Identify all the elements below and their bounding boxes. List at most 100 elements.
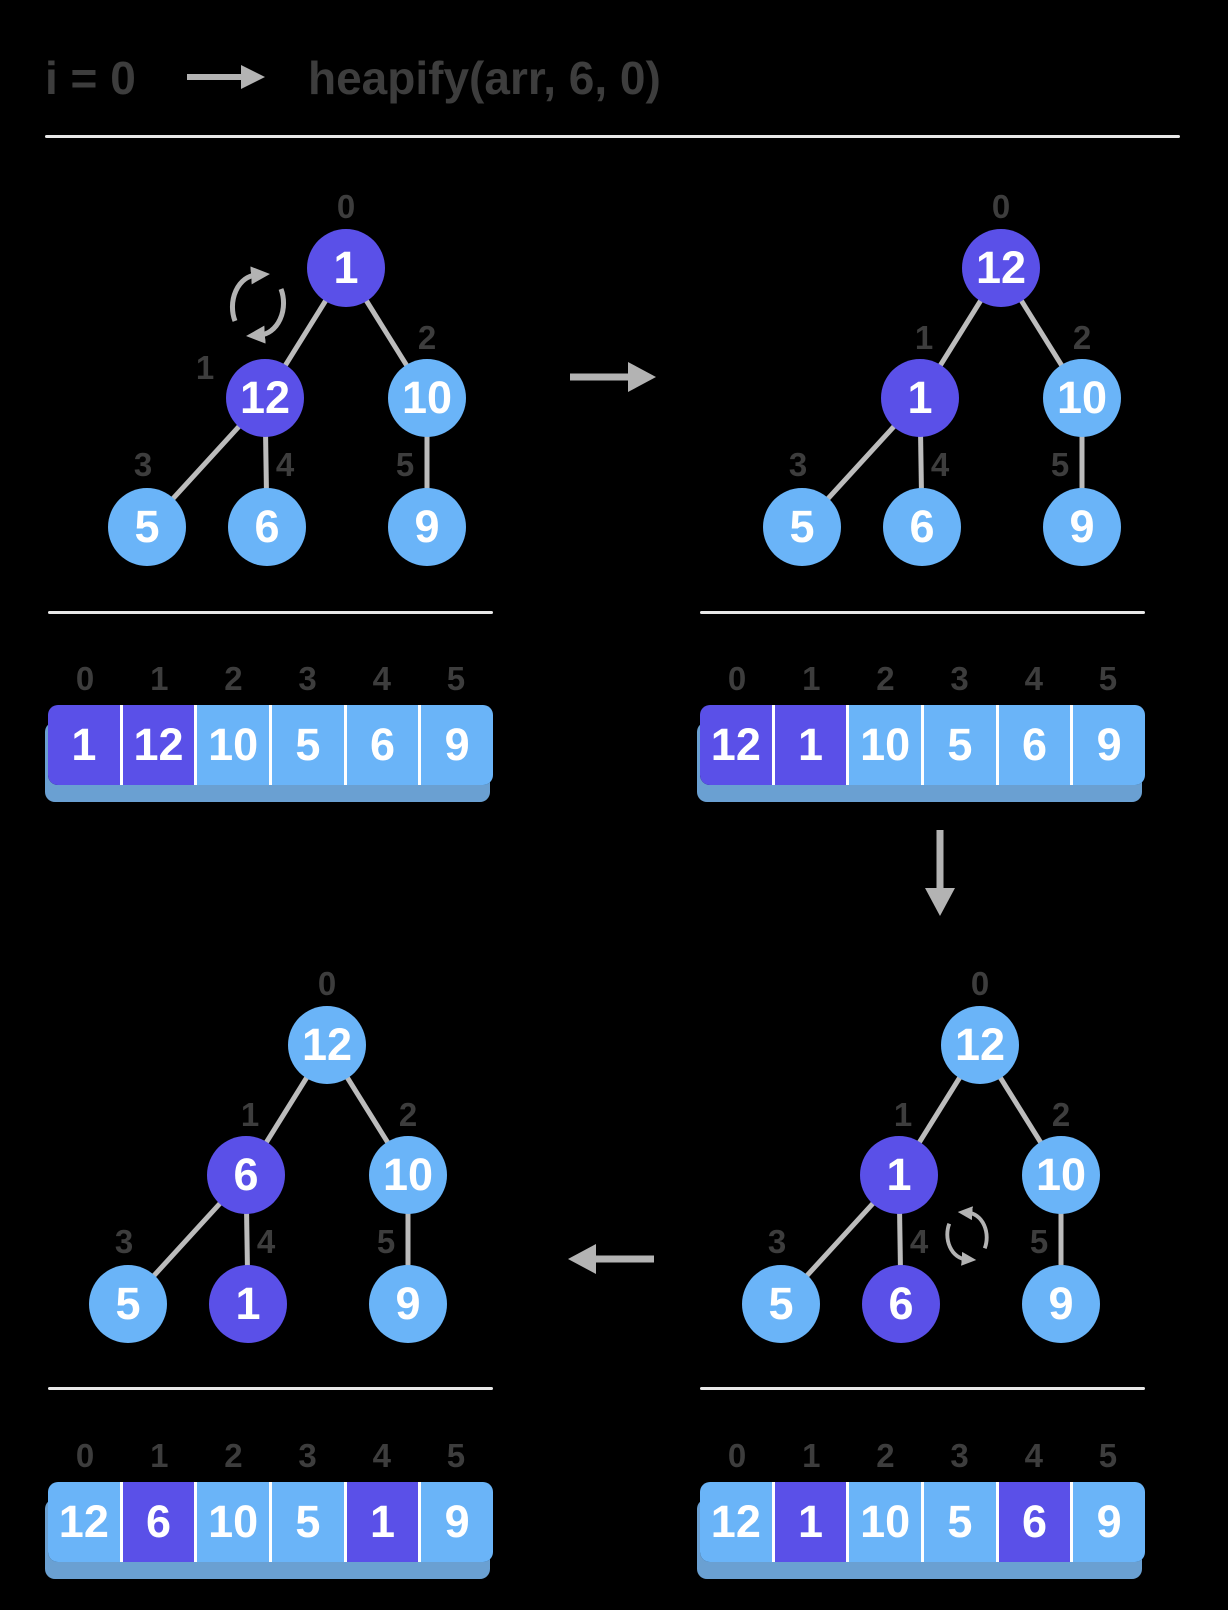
tree-node: 6	[228, 488, 306, 566]
node-value: 5	[115, 1278, 141, 1329]
array-cell: 6	[119, 1482, 195, 1562]
array-index-label: 4	[1024, 1437, 1043, 1474]
tree-node: 12	[962, 229, 1040, 307]
node-index-label: 1	[914, 319, 934, 356]
array-cell: 10	[846, 1482, 922, 1562]
array-cell: 12	[119, 705, 195, 785]
array-cell: 12	[48, 1482, 120, 1562]
array-cell: 1	[343, 1482, 419, 1562]
node-value: 9	[414, 501, 440, 552]
node-value: 9	[1048, 1278, 1074, 1329]
node-index-label: 2	[417, 319, 437, 356]
panel-divider	[48, 611, 493, 614]
tree-node: 9	[388, 488, 466, 566]
array-index-label: 2	[876, 660, 895, 697]
array-cell: 6	[343, 705, 419, 785]
tree-node: 6	[207, 1136, 285, 1214]
heapify-call-label: heapify(arr, 6, 0)	[308, 52, 661, 104]
array-cell: 9	[1070, 705, 1145, 785]
node-index-label: 0	[336, 188, 356, 225]
array-index-label: 4	[1024, 660, 1043, 697]
node-index-label: 3	[788, 446, 808, 483]
array-cell: 12	[700, 1482, 772, 1562]
array-index-label: 4	[372, 1437, 391, 1474]
node-index-label: 2	[1051, 1096, 1071, 1133]
array-index-label: 4	[372, 660, 391, 697]
tree-node: 1	[307, 229, 385, 307]
node-value: 1	[886, 1149, 912, 1200]
array-cell: 9	[418, 705, 493, 785]
tree-node: 10	[1043, 359, 1121, 437]
node-index-label: 1	[893, 1096, 913, 1133]
array-index-label: 5	[1098, 660, 1118, 697]
node-value: 10	[1035, 1149, 1087, 1200]
node-value: 6	[233, 1149, 259, 1200]
header-divider	[45, 135, 1180, 138]
array-cell: 12	[700, 705, 772, 785]
tree-node: 9	[369, 1265, 447, 1343]
node-value: 1	[333, 242, 359, 293]
array-index-label: 2	[876, 1437, 895, 1474]
array-cell: 6	[995, 1482, 1071, 1562]
tree-node: 5	[763, 488, 841, 566]
array-cell: 5	[921, 705, 996, 785]
array-cell: 1	[771, 1482, 847, 1562]
node-value: 10	[1056, 372, 1108, 423]
node-value: 9	[395, 1278, 421, 1329]
node-index-label: 4	[909, 1223, 929, 1260]
node-value: 9	[1069, 501, 1095, 552]
flow-arrow-right	[570, 362, 656, 392]
node-value: 10	[382, 1149, 434, 1200]
swap-arrows-icon	[945, 1206, 989, 1266]
tree-node: 6	[862, 1265, 940, 1343]
array-index-label: 0	[727, 1437, 747, 1474]
tree-node: 1	[209, 1265, 287, 1343]
array-index-label: 3	[950, 1437, 969, 1474]
node-index-label: 3	[133, 446, 153, 483]
node-index-label: 5	[1050, 446, 1070, 483]
node-index-label: 5	[376, 1223, 396, 1260]
array-cell: 10	[846, 705, 922, 785]
node-index-label: 4	[256, 1223, 276, 1260]
tree-node: 5	[108, 488, 186, 566]
array-cell: 5	[269, 705, 344, 785]
header-arrow-icon	[187, 65, 265, 89]
tree-node: 10	[388, 359, 466, 437]
array-index-label: 2	[224, 660, 243, 697]
tree-node: 12	[226, 359, 304, 437]
array-cell: 9	[418, 1482, 493, 1562]
tree-node: 5	[742, 1265, 820, 1343]
array-index-label: 5	[446, 660, 466, 697]
node-index-label: 5	[1029, 1223, 1049, 1260]
node-value: 10	[401, 372, 453, 423]
node-index-label: 5	[395, 446, 415, 483]
node-index-label: 1	[195, 349, 215, 386]
array-cell: 1	[48, 705, 120, 785]
tree-node: 12	[941, 1006, 1019, 1084]
panel-divider	[48, 1387, 493, 1390]
array-index-label: 5	[1098, 1437, 1118, 1474]
array-index-label: 1	[802, 660, 821, 697]
tree-node: 12	[288, 1006, 366, 1084]
array-cell: 10	[194, 1482, 270, 1562]
array-index-label: 5	[446, 1437, 466, 1474]
node-index-label: 0	[317, 965, 337, 1002]
node-value: 5	[134, 501, 160, 552]
array-index-label: 1	[150, 660, 169, 697]
array-index-label: 0	[75, 1437, 95, 1474]
array-index-label: 3	[298, 1437, 317, 1474]
node-value: 12	[975, 242, 1027, 293]
tree-node: 10	[1022, 1136, 1100, 1214]
array-index-label: 2	[224, 1437, 243, 1474]
array-index-label: 0	[727, 660, 747, 697]
array-cell: 9	[1070, 1482, 1145, 1562]
node-value: 5	[789, 501, 815, 552]
panel-divider	[700, 611, 1145, 614]
